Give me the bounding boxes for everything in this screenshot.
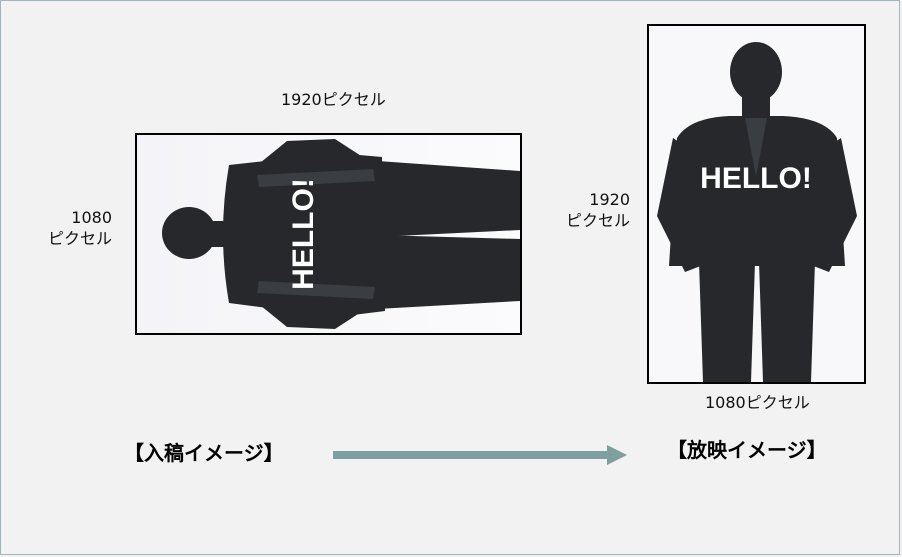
input-image: HELLO! xyxy=(135,133,522,335)
input-width-label: 1920ピクセル xyxy=(281,90,386,109)
output-height-label-line2: ピクセル xyxy=(565,211,630,230)
output-height-label-line1: 1920 xyxy=(589,190,630,209)
man-silhouette: HELLO! xyxy=(649,26,864,382)
input-height-label-line1: 1080 xyxy=(71,208,112,227)
output-overlay-text: HELLO! xyxy=(700,162,812,195)
output-width-label: 1080ピクセル xyxy=(705,393,810,412)
input-overlay-text: HELLO! xyxy=(287,178,320,290)
rotated-man-silhouette: HELLO! xyxy=(137,135,520,333)
output-caption: 【放映イメージ】 xyxy=(667,438,827,462)
output-image: HELLO! xyxy=(647,24,866,384)
input-caption: 【入稿イメージ】 xyxy=(124,441,284,465)
right-arrow-icon xyxy=(333,445,627,465)
input-height-label-line2: ピクセル xyxy=(47,229,112,248)
